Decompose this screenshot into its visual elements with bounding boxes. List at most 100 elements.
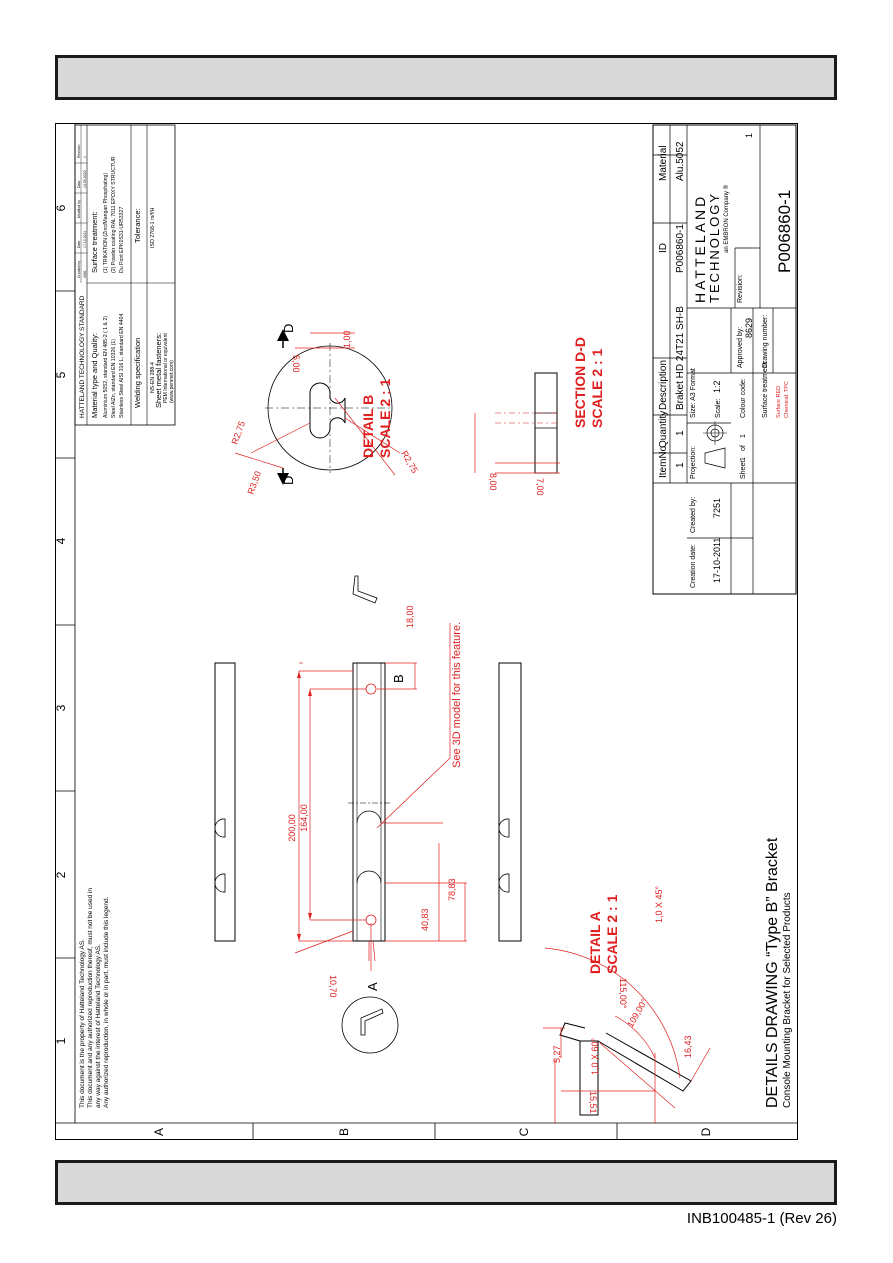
revision-cell-4: 14.09.2023 — [83, 170, 87, 188]
standards-heading: HATTELAND TECHNOLOGY STANDARD — [79, 295, 86, 418]
revision-header-1: Created by — [77, 261, 81, 278]
revision-label: Revision: — [737, 274, 744, 303]
company-logo-line-3: an EMBRON Company ® — [723, 184, 730, 253]
property-notice: This document is the property of Hattela… — [79, 888, 110, 1108]
column-label-4: 4 — [55, 537, 68, 544]
scale-value: 1:2 — [712, 380, 722, 393]
note-3d-model: See 3D model for this feature. — [451, 622, 463, 768]
row-label-a: A — [152, 1128, 166, 1136]
detail-a-dim-chamfer-45: 1,0 X 45° — [654, 885, 664, 923]
parts-row-material: Alu.5052 — [675, 141, 686, 181]
column-label-6: 6 — [55, 204, 68, 211]
sheet-label: Sheet — [740, 461, 747, 479]
revision-header-4: Date — [77, 181, 81, 188]
parts-header-material: Material — [658, 145, 669, 181]
fasteners-title: Sheet metal fasteners: — [154, 333, 163, 408]
dim-overall-length: 200,00 — [287, 814, 297, 842]
callout-b: B — [391, 674, 406, 683]
svg-text:any way against the interest o: any way against the interest of Hattelan… — [95, 944, 102, 1108]
sheet-border — [55, 123, 798, 1140]
main-view: 200,00 164,00 18,00 40,83 78,83 10,70 A … — [214, 575, 522, 1054]
material-title: Material type and Quality: — [90, 333, 99, 418]
material-line-1: Aluminium 5052, standard EN 485-2 ( 1 & … — [103, 316, 109, 418]
svg-text:Any authorized reproduction, i: Any authorized reproduction, in whole or… — [103, 896, 110, 1108]
row-label-d: D — [699, 1127, 713, 1136]
detail-a-dim-height: 5,27 — [552, 1045, 562, 1063]
dim-hole-offset: 18,00 — [405, 605, 415, 628]
parts-header-id: ID — [658, 243, 669, 253]
size-label: Size: A3 Format — [690, 368, 697, 418]
dim-feature-2: 78,83 — [447, 878, 457, 901]
section-dd-view: SECTION D-D SCALE 2 : 1 8,00 7,00 — [474, 337, 605, 496]
technical-drawing-sheet: 1 2 3 4 5 6 A B C D This document is the… — [54, 123, 798, 1140]
created-by-value: 7251 — [712, 498, 722, 518]
company-logo-line-1: HATTELAND — [692, 194, 708, 303]
bar-view-bottom — [498, 662, 522, 942]
dim-hole-spacing: 164,00 — [299, 804, 309, 832]
detail-b-title: DETAIL B — [360, 395, 376, 458]
colour-code-label: Colour code: — [740, 378, 747, 418]
detail-b-section-mark-1: D — [281, 476, 296, 485]
section-dd-scale: SCALE 2 : 1 — [589, 348, 605, 428]
svg-text:This document and any authoriz: This document and any authorized reprodu… — [87, 888, 94, 1108]
projection-symbol-icon — [703, 421, 727, 469]
parts-row-item: 1 — [675, 462, 686, 468]
detail-a-base — [579, 1040, 599, 1116]
header-bar — [55, 55, 837, 100]
row-label-b: B — [337, 1128, 351, 1136]
column-label-2: 2 — [55, 871, 68, 878]
footer-bar — [55, 1160, 837, 1205]
parts-row-description: Braket HD 24T21 SH-B — [675, 306, 686, 410]
column-label-3: 3 — [55, 704, 68, 711]
welding-title: Welding specification — [133, 338, 142, 408]
fasteners-line-2: (www.pemnet.com) — [169, 360, 175, 403]
section-dd-dim-1: 8,00 — [488, 473, 498, 491]
bar-view-top — [214, 662, 236, 942]
tolerance-title: Tolerance: — [133, 208, 142, 243]
dim-feature-1: 40,83 — [420, 908, 430, 931]
drawing-number-value: P006860-1 — [775, 190, 794, 273]
parts-row-quantity: 1 — [675, 430, 686, 436]
parts-row-id: P006860-1 — [675, 224, 686, 273]
column-label-5: 5 — [55, 371, 68, 378]
surface-treatment-label: Surface treatment: — [762, 360, 769, 418]
title-block: ItemNo Quantity Description ID Material … — [652, 124, 797, 595]
revision-cell-5: 1 — [83, 156, 87, 158]
section-dd-title: SECTION D-D — [572, 337, 588, 428]
detail-b-scale: SCALE 2 : 1 — [377, 378, 393, 458]
document-number: INB100485-1 (Rev 26) — [686, 1210, 837, 1227]
material-line-3: Stainless Steel AISI 316 L, standard EN … — [119, 313, 125, 418]
material-line-2: Steel AlZn, standard EN 10326 (1) — [111, 339, 117, 418]
tolerance-line-1: ISO 2768-1 m/f/H — [150, 207, 156, 248]
svg-text:This document is the property: This document is the property of Hattela… — [79, 939, 86, 1108]
detail-b-section-mark-2: D — [281, 324, 296, 333]
approved-by-value: 8629 — [744, 318, 754, 338]
detail-a-dim-angle-115: 115,00° — [618, 978, 628, 1009]
surface-treatment-value-2: Chemical: TPC — [784, 381, 790, 418]
detail-a-dim-width: 15,51 — [588, 1091, 598, 1114]
fasteners-line-1: PEM International or equivalent — [163, 333, 169, 403]
detail-a-callout-circle — [341, 996, 399, 1054]
welding-line-1: NS-EN 288-4 — [150, 362, 156, 393]
drawing-number-label: Drawing number: — [762, 315, 769, 368]
callout-a: A — [365, 982, 380, 991]
detail-a-dim-chamfer-60: 1,0 X 60° — [590, 1037, 600, 1075]
sheet-value: 1 — [740, 457, 747, 461]
revision-cell-2: 17.10.2011 — [83, 231, 87, 248]
sheet-total: 1 — [740, 434, 747, 438]
sheet-of: of — [740, 445, 747, 451]
standards-block: HATTELAND TECHNOLOGY STANDARD Material t… — [74, 124, 176, 426]
created-by-label: Created by: — [690, 497, 697, 533]
column-label-1: 1 — [55, 1037, 68, 1044]
row-label-c: C — [517, 1127, 531, 1136]
surface-treatment-value-1: Surface RED — [776, 386, 782, 418]
projection-label: Projection: — [690, 446, 697, 479]
surface-line-3: Du Pont EPK0S31-UR53327 — [119, 207, 125, 273]
dim-edge: 10,70 — [328, 975, 338, 998]
parts-header-quantity: Quantity — [658, 411, 669, 448]
creation-date-value: 17-10-2011 — [712, 538, 722, 583]
detail-b-dim-depth: 1,00 — [342, 330, 352, 348]
revision-header-3: Modified by — [77, 200, 81, 218]
revision-value: 1 — [744, 133, 754, 138]
section-dd-dim-2: 7,00 — [535, 478, 545, 496]
